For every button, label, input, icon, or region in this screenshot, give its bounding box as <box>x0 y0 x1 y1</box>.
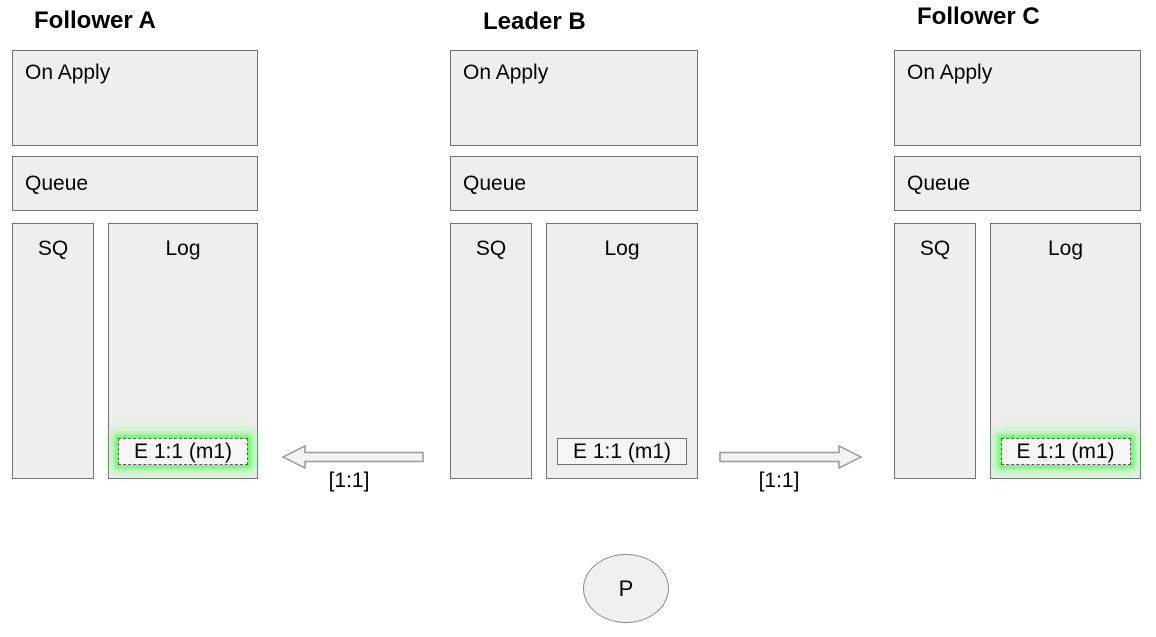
on-apply-box: On Apply <box>450 50 698 146</box>
log-box: Log E 1:1 (m1) <box>108 223 258 479</box>
node-title: Follower A <box>34 7 156 34</box>
log-box-label: Log <box>1047 237 1084 260</box>
block-arrow-right-icon <box>719 444 863 470</box>
node-title: Follower C <box>917 3 1040 30</box>
log-entry: E 1:1 (m1) <box>118 438 248 465</box>
node-leader-b: Leader B On Apply Queue SQ Log E 1:1 (m1… <box>450 0 698 485</box>
block-arrow-left-icon <box>281 444 424 470</box>
on-apply-box: On Apply <box>12 50 258 146</box>
log-box: Log E 1:1 (m1) <box>546 223 698 479</box>
sq-box: SQ <box>12 223 94 479</box>
node-title: Leader B <box>483 8 586 35</box>
log-box: Log E 1:1 (m1) <box>990 223 1141 479</box>
log-box-label: Log <box>165 237 201 260</box>
sq-box: SQ <box>894 223 976 479</box>
queue-box: Queue <box>450 156 698 211</box>
queue-box: Queue <box>894 156 1141 211</box>
node-follower-c: Follower C On Apply Queue SQ Log E 1:1 (… <box>894 0 1141 485</box>
queue-box: Queue <box>12 156 258 211</box>
replication-label-right: [1:1] <box>758 469 800 492</box>
on-apply-box: On Apply <box>894 50 1141 146</box>
log-box-label: Log <box>604 237 640 260</box>
proposer-node: P <box>583 554 669 623</box>
node-follower-a: Follower A On Apply Queue SQ Log E 1:1 (… <box>12 0 258 485</box>
replication-label-left: [1:1] <box>328 469 370 492</box>
log-entry: E 1:1 (m1) <box>557 438 687 465</box>
log-entry: E 1:1 (m1) <box>1000 438 1131 465</box>
sq-box: SQ <box>450 223 532 479</box>
